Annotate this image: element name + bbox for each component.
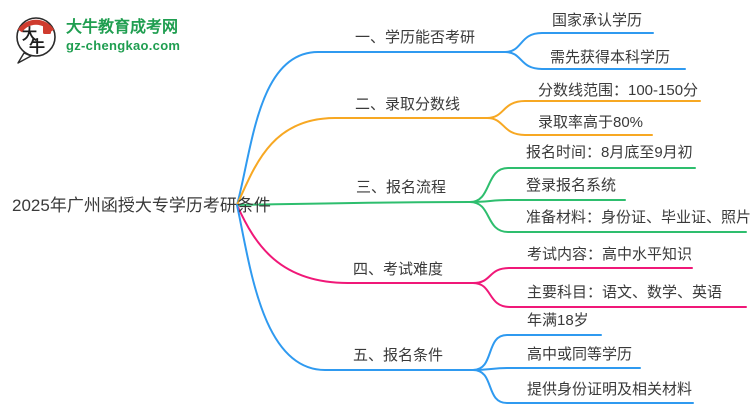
logo-subtitle: gz-chengkao.com bbox=[66, 38, 181, 53]
branch5-child3-line bbox=[472, 369, 694, 404]
branch4-label: 四、考试难度 bbox=[353, 261, 444, 278]
branch4-child2: 主要科目：语文、数学、英语 bbox=[527, 284, 723, 301]
branch4-main-line bbox=[236, 204, 474, 284]
branch2-child2: 录取率高于80% bbox=[538, 114, 644, 131]
branch3-label: 三、报名流程 bbox=[356, 179, 447, 196]
root-topic: 2025年广州函授大专学历考研条件 bbox=[12, 196, 271, 215]
branch1-child2-line bbox=[504, 51, 686, 70]
branch2-child1-line bbox=[486, 100, 701, 119]
branch3-child3-line bbox=[469, 201, 747, 233]
branch1-child2: 需先获得本科学历 bbox=[550, 49, 671, 66]
branch1-main-line bbox=[236, 51, 506, 206]
branch1-child1: 国家承认学历 bbox=[552, 12, 643, 29]
branch4-child1-line bbox=[472, 267, 693, 284]
branch5-child1-line bbox=[472, 334, 602, 371]
branch3-child2-line bbox=[469, 199, 626, 203]
branch1-child1-line bbox=[504, 32, 654, 53]
branch4-child1: 考试内容：高中水平知识 bbox=[527, 246, 693, 263]
branch3-child2: 登录报名系统 bbox=[526, 177, 617, 194]
branch3-child3: 准备材料：身份证、毕业证、照片 bbox=[526, 209, 750, 226]
branch5-child2: 高中或同等学历 bbox=[527, 346, 633, 363]
branch5-label: 五、报名条件 bbox=[353, 347, 444, 364]
dani-speech-bubble-icon: 大 牛 bbox=[16, 17, 56, 64]
branch5-child3: 提供身份证明及相关材料 bbox=[527, 381, 693, 398]
branch1-label: 一、学历能否考研 bbox=[355, 29, 476, 46]
branch3-child1: 报名时间：8月底至9月初 bbox=[526, 144, 693, 161]
site-logo: 大 牛 大牛教育成考网 gz-chengkao.com bbox=[12, 12, 180, 64]
bubble-char-bottom: 牛 bbox=[29, 37, 45, 56]
branch2-main-line bbox=[236, 117, 488, 206]
branch5-child1: 年满18岁 bbox=[527, 312, 589, 329]
branch5-main-line bbox=[236, 204, 474, 371]
bubble-char-top: 大 bbox=[22, 25, 37, 43]
branch3-main-line bbox=[236, 201, 471, 206]
branch4-child2-line bbox=[472, 282, 747, 308]
branch2-child1: 分数线范围：100-150分 bbox=[538, 82, 699, 99]
red-seal bbox=[43, 25, 51, 34]
branch5-child2-line bbox=[472, 367, 641, 371]
branch2-child2-line bbox=[486, 117, 653, 136]
logo-title: 大牛教育成考网 bbox=[66, 19, 179, 36]
branch3-child1-line bbox=[469, 167, 696, 203]
branch2-label: 二、录取分数线 bbox=[355, 96, 461, 113]
